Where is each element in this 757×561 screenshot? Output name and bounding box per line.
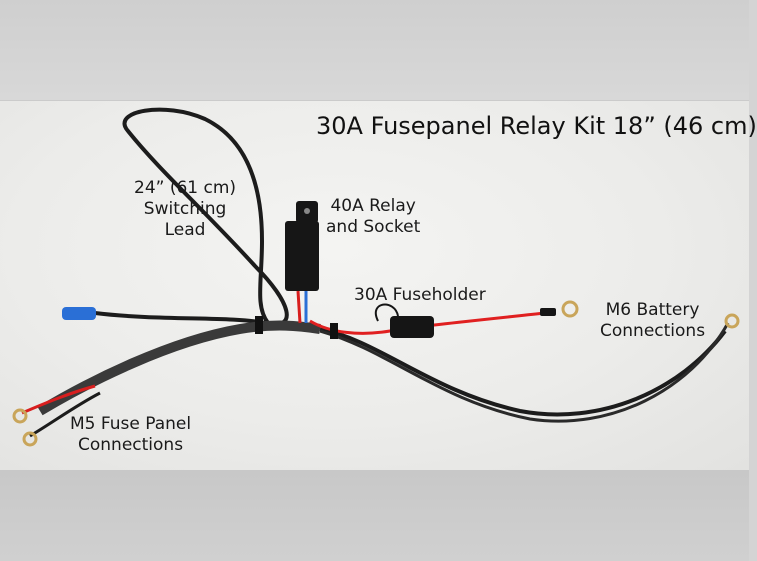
fuseholder-body — [390, 316, 434, 338]
switching-lead-line-2: Switching — [143, 199, 227, 219]
relay-body — [285, 221, 319, 291]
photo-title: 30A Fusepanel Relay Kit 18” (46 cm) — [316, 112, 757, 140]
switching-lead-line-3: Lead — [164, 220, 206, 240]
battery-label: M6 Battery Connections — [600, 300, 705, 342]
battery-terminal-red — [561, 300, 579, 318]
battery-line-1: M6 Battery — [605, 300, 700, 320]
harness-cable-left — [37, 320, 321, 416]
relay-line-1: 40A Relay — [330, 196, 416, 216]
relay-tab-hole — [304, 208, 310, 214]
product-photo — [0, 101, 749, 470]
relay-label: 40A Relay and Socket — [326, 196, 420, 238]
switching-lead-label: 24” (61 cm) Switching Lead — [134, 178, 236, 241]
fuse-panel-terminal-2 — [22, 431, 38, 447]
blue-connector — [62, 307, 96, 320]
fuse-panel-black-wire — [29, 391, 101, 438]
fuseholder-label: 30A Fuseholder — [354, 285, 486, 305]
wiring-harness-illustration — [12, 107, 740, 447]
battery-black-wire-2 — [319, 322, 730, 423]
relay-line-2: and Socket — [326, 217, 421, 237]
fuse-panel-line-1: M5 Fuse Panel — [70, 414, 192, 434]
battery-red-boot — [540, 308, 556, 316]
battery-line-2: Connections — [600, 321, 706, 341]
battery-black-wire — [319, 327, 727, 417]
fuse-panel-line-2: Connections — [78, 435, 184, 455]
cable-clip-2 — [330, 323, 338, 339]
fuse-panel-terminal-1 — [12, 408, 28, 424]
fuse-panel-label: M5 Fuse Panel Connections — [70, 414, 191, 456]
switching-lead-line-1: 24” (61 cm) — [134, 178, 237, 198]
fuse-panel-red-wire — [21, 384, 96, 415]
relay-red-lead — [296, 290, 302, 324]
battery-terminal-black — [724, 313, 740, 329]
fuseholder-cap-strap — [374, 303, 399, 322]
cable-clip-1 — [255, 316, 263, 334]
